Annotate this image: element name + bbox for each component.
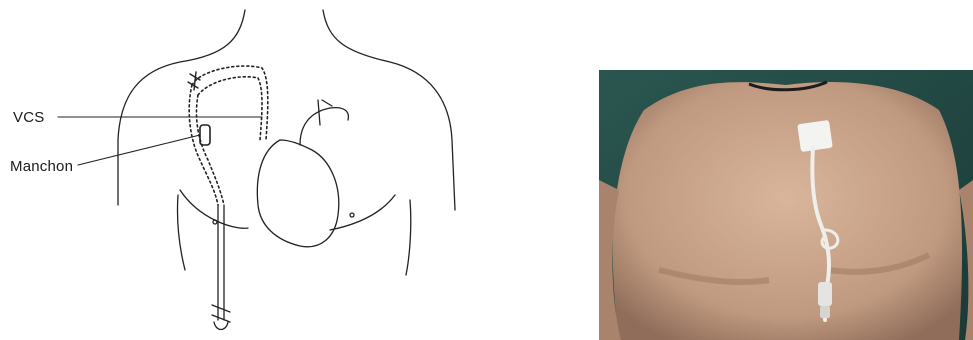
catheter-intravascular-2: [198, 77, 262, 140]
right-arm-line: [406, 200, 411, 275]
catheter-cuff: [200, 125, 210, 145]
heart-outline: [257, 140, 338, 247]
catheter-anatomy-diagram: [0, 0, 560, 340]
torso-outline-right: [323, 10, 455, 210]
manchon-leader-line: [78, 135, 200, 165]
manchon-label: Manchon: [10, 158, 73, 175]
left-nipple: [213, 220, 217, 224]
patient-photo: [599, 70, 973, 340]
right-nipple: [350, 213, 354, 217]
torso-outline-left: [118, 10, 245, 205]
catheter-intravascular-1: [192, 66, 268, 140]
right-chest-fold: [330, 195, 395, 230]
vcs-label: VCS: [13, 109, 44, 126]
aorta: [300, 108, 348, 145]
dressing: [797, 120, 833, 152]
catheter-cap: [820, 306, 830, 318]
catheter-clamp: [212, 305, 230, 330]
vessel-branch: [318, 100, 332, 125]
catheter-connector: [818, 282, 832, 306]
suture-marks: [188, 72, 200, 90]
left-chest-fold: [180, 190, 248, 228]
child-torso: [613, 82, 962, 340]
left-arm-line: [177, 195, 185, 270]
tunnel-dotted-right: [196, 95, 224, 205]
